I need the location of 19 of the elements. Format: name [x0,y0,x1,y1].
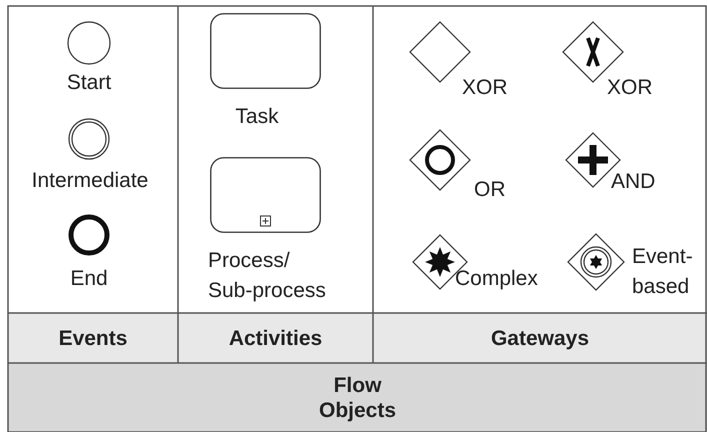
symbol-label: OR [474,177,506,203]
symbol-label: Start [66,70,112,96]
category-label: Activities [228,326,322,350]
header-band [373,313,707,363]
symbol-label: End [69,266,109,292]
category-label: Events [58,326,128,350]
header-band [8,313,178,363]
header-band [8,363,707,432]
category-label: Flow Objects [318,372,398,422]
symbol-label: Process/ Sub-process [208,248,327,304]
header-band [178,313,373,363]
symbol-label: XOR [462,75,509,101]
symbol-label: Task [234,104,280,130]
symbol-label: Intermediate [30,168,150,194]
category-label: Gateways [490,326,590,350]
symbol-label: Event-based [632,244,694,300]
symbol-label: Complex [455,266,539,292]
symbol-label: AND [611,169,656,195]
symbol-label: XOR [607,75,654,101]
